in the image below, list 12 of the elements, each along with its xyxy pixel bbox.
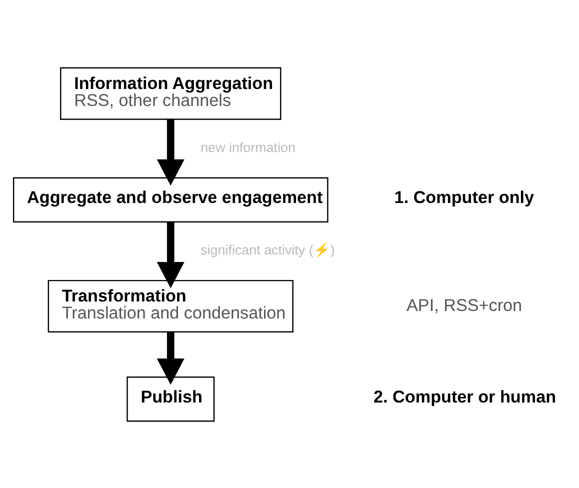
label: 2. Computer or human — [374, 386, 556, 406]
node-box: Information Aggregation RSS, other channels — [60, 66, 282, 120]
node-box: Publish — [126, 376, 215, 422]
edge-label: significant activity (⚡) — [200, 242, 335, 258]
node-box: Aggregate and observe engagement — [12, 176, 328, 222]
label: API, RSS+cron — [406, 295, 522, 314]
node-box: Transformation Translation and condensation — [48, 279, 294, 332]
edge-label: new information — [200, 139, 296, 154]
arrow — [156, 222, 184, 288]
arrow — [156, 118, 184, 186]
label: 1. Computer only — [394, 188, 534, 207]
arrow — [156, 332, 184, 384]
